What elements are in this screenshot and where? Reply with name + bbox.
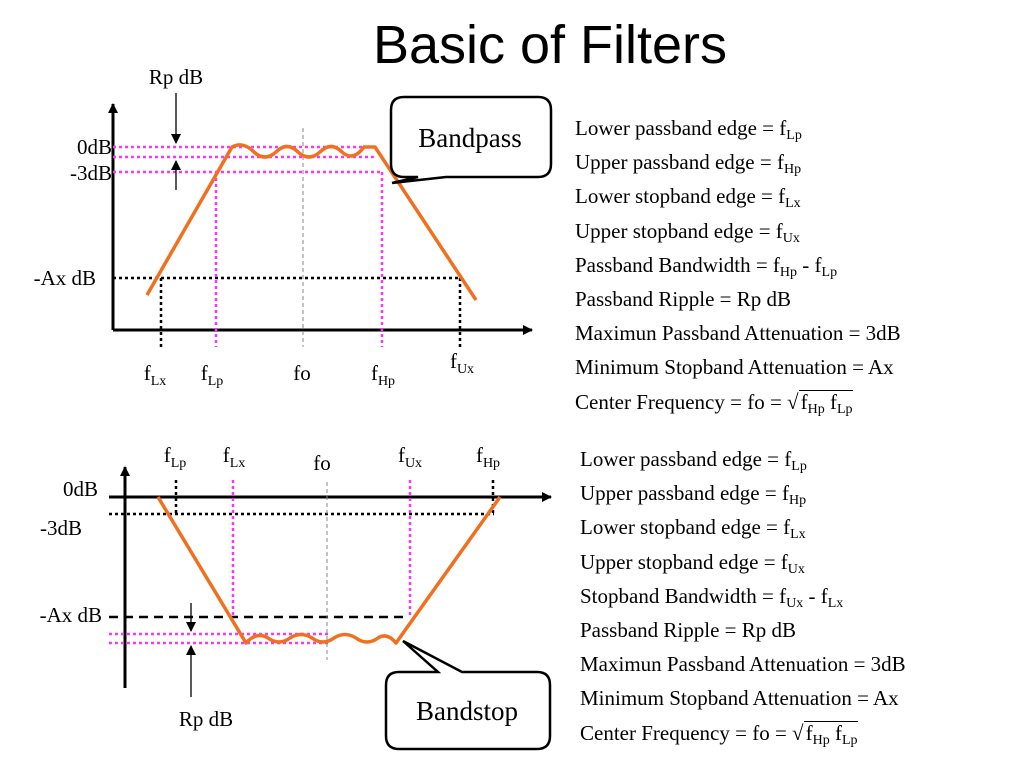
bandpass-0db-label: 0dB	[77, 135, 112, 159]
sqrt-expression: fHp fLp	[803, 720, 858, 748]
bandstop-fhp-label: fHp	[476, 443, 500, 471]
bandpass-callout-label: Bandpass	[418, 123, 522, 153]
bandpass-3db-label: -3dB	[70, 161, 112, 185]
bandstop-response-curve	[156, 495, 502, 645]
spec-item: Lower passband edge = fLp	[575, 116, 802, 143]
bandpass-fhp-label: fHp	[371, 361, 395, 389]
bandpass-fo-label: fo	[293, 361, 311, 385]
spec-item: Upper passband edge = fHp	[580, 481, 807, 509]
spec-item: Lower stopband edge = fLx	[580, 515, 806, 543]
spec-item: Center Frequency = fo = √fHp fLp	[575, 389, 853, 417]
bandpass-response-curve	[145, 143, 478, 301]
bandpass-callout: Bandpass	[389, 95, 553, 185]
spec-item: Stopband Bandwidth = fUx - fLx	[580, 583, 844, 611]
spec-item: Lower stopband edge = fLx	[575, 184, 801, 212]
bandpass-flp-label: fLp	[201, 361, 224, 389]
spec-item: Minimum Stopband Attenuation = Ax	[580, 686, 899, 711]
bandpass-spec-list: Lower passband edge = fLp Upper passband…	[575, 111, 901, 419]
bandstop-ripple-label: Rp dB	[179, 707, 233, 731]
spec-item: Maximun Passband Attenuation = 3dB	[580, 652, 906, 677]
bandpass-flx-label: fLx	[144, 361, 167, 389]
spec-item: Lower passband edge = fLp	[580, 447, 807, 474]
bandpass-diagram: Rp dB 0dB -3dB -Ax dB fLx fLp fo fHp fUx…	[34, 65, 553, 389]
bandstop-callout-label: Bandstop	[416, 696, 518, 726]
page-title: Basic of Filters	[372, 15, 728, 75]
spec-item: Maximun Passband Attenuation = 3dB	[575, 321, 901, 346]
sqrt-expression: fHp fLp	[798, 389, 853, 417]
bandpass-ripple-label: Rp dB	[149, 65, 203, 89]
bandstop-callout: Bandstop	[384, 639, 552, 751]
spec-item: Passband Ripple = Rp dB	[580, 617, 797, 642]
bandstop-flp-label: fLp	[164, 443, 187, 471]
bandstop-ax-label: -Ax dB	[40, 603, 102, 627]
spec-item: Center Frequency = fo = √fHp fLp	[580, 720, 858, 748]
bandstop-diagram: Rp dB 0dB -3dB -Ax dB fLp fLx fo fUx fHp…	[40, 443, 552, 751]
bandstop-fo-label: fo	[313, 451, 331, 475]
spec-item: Minimum Stopband Attenuation = Ax	[575, 355, 894, 380]
spec-item: Upper stopband edge = fUx	[575, 218, 800, 246]
bandstop-3db-label: -3dB	[40, 516, 82, 540]
bandstop-spec-list: Lower passband edge = fLp Upper passband…	[580, 442, 906, 750]
bandstop-fux-label: fUx	[398, 443, 422, 471]
spec-item: Upper stopband edge = fUx	[580, 549, 805, 577]
bandpass-ax-label: -Ax dB	[34, 266, 96, 290]
spec-item: Passband Bandwidth = fHp - fLp	[575, 252, 838, 280]
bandpass-fux-label: fUx	[450, 349, 474, 377]
bandstop-flx-label: fLx	[223, 443, 246, 471]
spec-item: Passband Ripple = Rp dB	[575, 286, 792, 311]
bandstop-0db-label: 0dB	[63, 477, 98, 501]
spec-item: Upper passband edge = fHp	[575, 150, 802, 178]
